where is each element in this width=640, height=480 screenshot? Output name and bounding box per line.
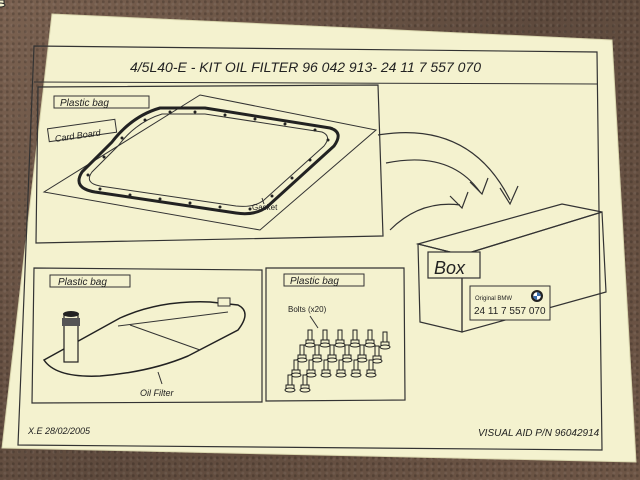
gasket-panel: Plastic bag Card Board Gasket xyxy=(35,84,384,244)
gasket-label: Gasket xyxy=(252,203,278,212)
box-drawing: Box Original BMW 24 11 7 557 070 xyxy=(415,203,607,333)
oil-filter-leader-line xyxy=(157,371,163,385)
bolts-panel: Plastic bag Bolts (x20) xyxy=(0,0,406,402)
oil-filter-tab xyxy=(217,297,231,307)
original-bmw-label: Original BMW xyxy=(475,296,512,302)
footer-author-date: X.E 28/02/2005 xyxy=(27,426,91,436)
paper-sheet xyxy=(1,13,637,463)
bolts-leader-line xyxy=(309,315,319,329)
oil-filter-label: Oil Filter xyxy=(140,388,175,398)
arrows-to-box xyxy=(377,132,519,231)
gasket-bolt-holes xyxy=(86,110,330,211)
oil-filter-panel: Plastic bag Oil Filter xyxy=(31,267,263,404)
gasket-outline xyxy=(77,106,340,216)
sheet-title: 4/5L40-E - KIT OIL FILTER 96 042 913- 24… xyxy=(130,59,481,75)
bmw-roundel-icon xyxy=(531,290,543,302)
plastic-bag-label-filter: Plastic bag xyxy=(58,277,107,288)
box-label: Box xyxy=(434,258,466,278)
plastic-bag-label-top: Plastic bag xyxy=(60,98,109,109)
oil-filter-body xyxy=(42,301,246,377)
sheet-border xyxy=(17,45,603,451)
box-part-number: 24 11 7 557 070 xyxy=(474,306,546,317)
gasket-leader-line xyxy=(261,197,265,205)
bolts-label: Bolts (x20) xyxy=(288,305,327,314)
bolt-group xyxy=(0,0,391,393)
footer-visual-aid: VISUAL AID P/N 96042914 xyxy=(478,428,600,439)
plastic-bag-label-bolts: Plastic bag xyxy=(290,276,339,287)
title-underline xyxy=(33,81,598,85)
